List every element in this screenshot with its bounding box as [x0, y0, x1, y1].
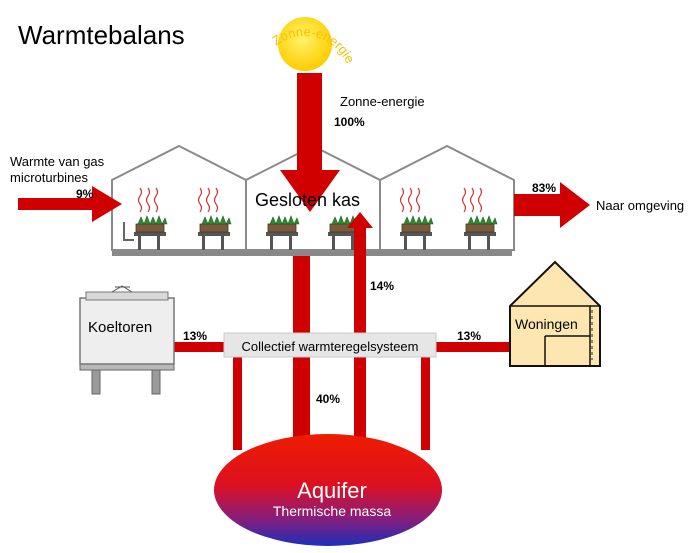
gas-percent: 9%	[76, 187, 94, 201]
aquifer-label: Aquifer	[297, 478, 367, 503]
gas-arrow	[18, 186, 122, 222]
heat-wave	[137, 187, 143, 213]
environment-percent: 83%	[532, 181, 556, 195]
house-icon	[509, 260, 601, 367]
heat-wave	[205, 187, 211, 213]
right-pipe	[421, 352, 430, 450]
houses-percent: 13%	[457, 329, 481, 343]
greenhouse-label: Gesloten kas	[255, 190, 360, 210]
plant-table	[464, 215, 498, 250]
left-pipe	[233, 352, 242, 450]
sun-icon	[278, 17, 332, 71]
heat-wave	[399, 187, 405, 213]
gas-label-line1: Warmte van gas	[10, 154, 105, 169]
heat-wave	[469, 187, 475, 213]
heat-wave	[213, 187, 219, 213]
solar-label: Zonne-energie	[340, 94, 425, 109]
plant-table	[134, 215, 168, 250]
greenhouse-floor	[112, 250, 512, 256]
plant-table	[400, 215, 434, 250]
heat-wave	[153, 187, 159, 213]
system-label: Collectief warmteregelsysteem	[241, 339, 418, 354]
heating-pipe	[123, 222, 134, 241]
environment-label: Naar omgeving	[596, 198, 684, 213]
up-percent: 14%	[370, 279, 394, 293]
cooling-tower-label: Koeltoren	[88, 319, 152, 336]
plant-table	[328, 215, 362, 250]
cooling-tower-icon	[79, 285, 175, 395]
cooling-percent: 13%	[183, 329, 207, 343]
solar-percent: 100%	[334, 115, 365, 129]
heat-wave	[197, 187, 203, 213]
heat-wave	[407, 187, 413, 213]
heat-wave	[415, 187, 421, 213]
solar-arrow	[280, 73, 340, 212]
system-box	[223, 332, 437, 358]
plant-table	[266, 215, 300, 250]
heat-wave-icons	[137, 187, 483, 213]
houses-label: Woningen	[515, 316, 578, 332]
plant-table	[198, 215, 232, 250]
down-percent: 40%	[316, 392, 340, 406]
aquifer-sublabel: Thermische massa	[273, 503, 391, 519]
heat-wave	[477, 187, 483, 213]
aquifer-ellipse	[214, 434, 442, 546]
page-title: Warmtebalans	[18, 20, 185, 50]
plant-tables	[123, 215, 498, 250]
gas-label-line2: microturbines	[10, 170, 89, 185]
environment-arrow	[514, 182, 590, 228]
down-arrow	[286, 256, 318, 470]
heat-wave	[145, 187, 151, 213]
heat-wave	[461, 187, 467, 213]
